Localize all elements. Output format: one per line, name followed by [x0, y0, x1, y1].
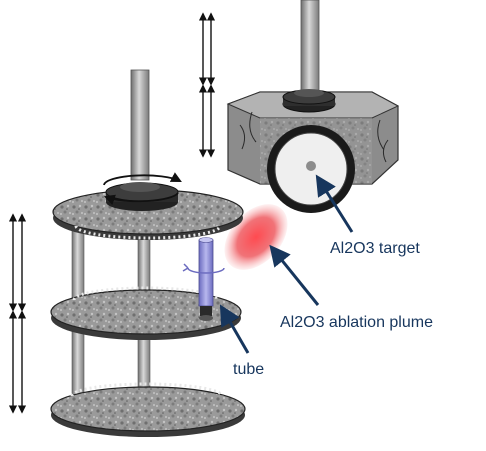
tube-label-arrow: [219, 304, 250, 354]
rotation-arrow: [103, 172, 182, 186]
vertical-motion-arrows-top: [198, 12, 216, 158]
target-rod: [300, 0, 320, 99]
rotation-arrow-2: [103, 192, 179, 205]
plume-label-arrow: [269, 244, 320, 306]
vertical-motion-arrows-left: [8, 213, 27, 414]
tube-label: tube: [233, 361, 265, 378]
top-plate: [52, 182, 244, 240]
target-label: Al2O3 target: [330, 240, 420, 257]
al2o3-target: [267, 125, 355, 213]
target-label-arrow: [315, 174, 354, 233]
tube: [182, 237, 225, 321]
substrate-rod: [130, 69, 150, 181]
middle-plate: [50, 286, 242, 340]
plume-label: Al2O3 ablation plume: [280, 314, 433, 331]
bottom-plate: [50, 382, 246, 437]
